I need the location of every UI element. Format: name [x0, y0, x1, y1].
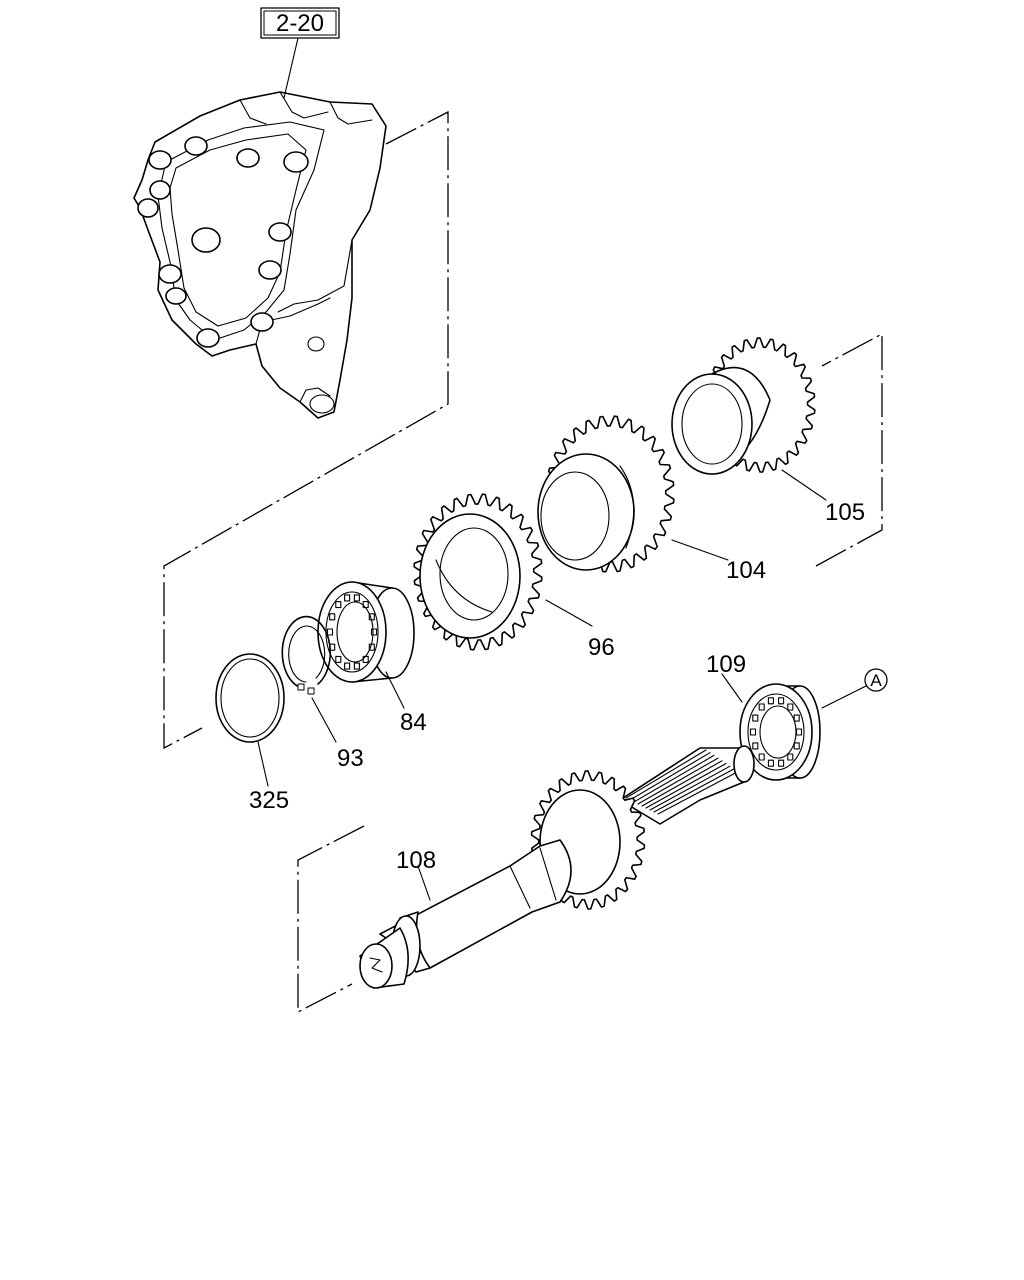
bearing-109[interactable]: [739, 683, 821, 781]
label-93: 93: [337, 745, 364, 772]
reference-leader: [283, 37, 299, 99]
gear-96[interactable]: [413, 493, 543, 651]
gear-104[interactable]: [537, 415, 675, 573]
leader-325: [257, 741, 269, 787]
ring-325[interactable]: [215, 653, 285, 743]
bolt-bosses: [137, 136, 309, 348]
leader-96: [545, 599, 593, 627]
label-325: 325: [249, 787, 289, 814]
housing-cover: [133, 91, 387, 419]
leader-84: [385, 671, 405, 709]
gear-105[interactable]: [671, 337, 816, 475]
bearing-84[interactable]: [317, 581, 415, 683]
label-84: 84: [400, 709, 427, 736]
label-96: 96: [588, 634, 615, 661]
reference-box[interactable]: 2-20: [260, 7, 340, 39]
marker-a[interactable]: A: [821, 668, 888, 709]
label-104: 104: [726, 557, 766, 584]
phantom-lines: [163, 110, 883, 1014]
label-108: 108: [396, 847, 436, 874]
leader-108: [417, 865, 431, 901]
bearing-84-rollers: [326, 594, 378, 670]
leader-104: [671, 539, 729, 561]
reference-box-label: 2-20: [276, 10, 324, 37]
leader-93: [311, 697, 337, 743]
leader-105: [781, 469, 827, 501]
shaft-spline-lines: [625, 749, 739, 815]
marker-a-label: A: [870, 671, 882, 690]
snap-ring-93[interactable]: [281, 615, 332, 695]
shaft-108[interactable]: [359, 745, 755, 989]
bearing-109-rollers: [749, 697, 803, 767]
leader-109: [721, 673, 743, 703]
label-105: 105: [825, 499, 865, 526]
label-109: 109: [706, 651, 746, 678]
